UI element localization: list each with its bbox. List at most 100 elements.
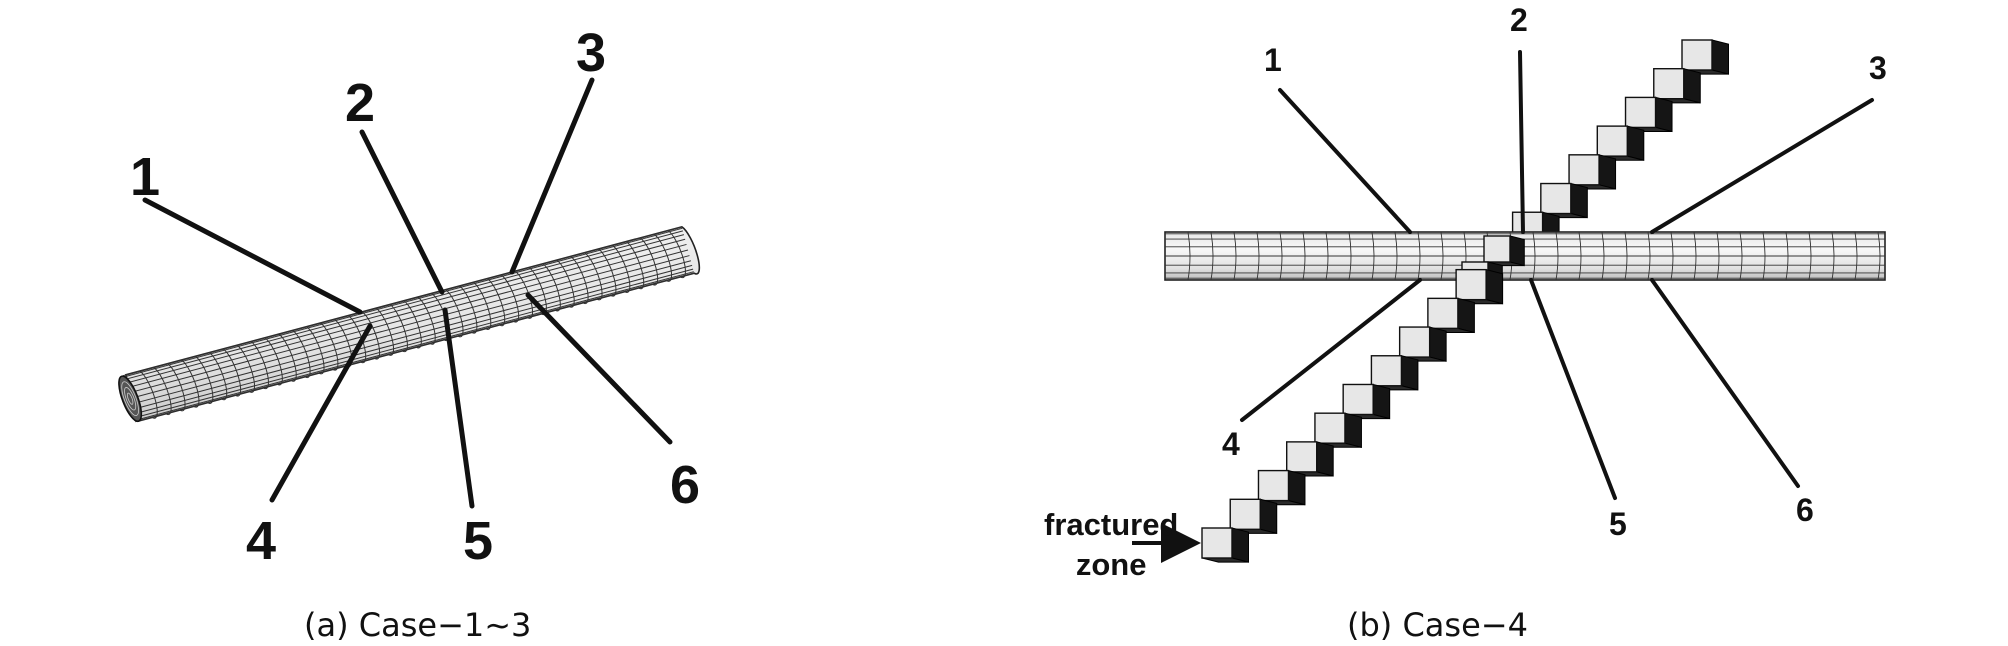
label-6: 6 — [1796, 492, 1814, 528]
mesh-ring — [1302, 231, 1306, 281]
leader-line — [1518, 50, 1525, 234]
mesh-ring — [1532, 231, 1536, 281]
cube-side — [1655, 96, 1673, 133]
mesh-ring — [375, 307, 395, 356]
cube-face — [1201, 527, 1233, 559]
mesh-ring — [306, 326, 325, 375]
mesh-ring — [1187, 231, 1191, 281]
leader-line — [142, 197, 363, 315]
mesh-ring — [1578, 231, 1582, 281]
mesh-ring — [459, 285, 478, 334]
end-cap-ring — [124, 387, 137, 411]
label-5: 5 — [463, 511, 494, 571]
mesh-ring — [1877, 231, 1881, 281]
cube-side — [1598, 154, 1617, 190]
mesh-ring — [208, 352, 228, 401]
mesh-longitudinal — [122, 227, 683, 378]
leader-lines-b — [1240, 50, 1874, 500]
mesh-longitudinal — [133, 268, 694, 419]
mesh-ring — [250, 341, 269, 390]
mesh-longitudinal — [128, 255, 690, 406]
end-cap-ring — [121, 381, 139, 417]
label-1: 1 — [1264, 42, 1282, 78]
mesh-ring — [612, 244, 631, 293]
cube-face — [1681, 39, 1713, 71]
mesh-longitudinal — [134, 271, 694, 422]
mesh-ring — [1325, 231, 1329, 281]
caption-a: (a) Case−1~3 — [304, 606, 532, 644]
mesh-ring — [320, 322, 339, 371]
mesh-ring — [1279, 231, 1283, 281]
mesh-ring — [570, 255, 589, 305]
cube-side — [1626, 125, 1645, 161]
cube-side — [1429, 326, 1447, 362]
cube-face — [1398, 326, 1431, 358]
leader-line — [1650, 278, 1800, 488]
mesh-ring — [236, 344, 256, 393]
mesh-ring — [389, 304, 408, 353]
panel-case-4: 1 2 3 4 5 6 fractured zone (b) Case−4 — [1000, 0, 2008, 646]
leader-line — [1650, 98, 1874, 234]
label-1: 1 — [130, 147, 161, 207]
leader-line — [525, 292, 673, 445]
mesh-ring — [153, 366, 172, 416]
cube-face — [1257, 469, 1290, 502]
mesh-longitudinal — [135, 272, 695, 423]
mesh-longitudinal — [131, 264, 693, 416]
mesh-ring — [417, 296, 436, 345]
leader-lines-a — [142, 77, 673, 509]
mesh-ring — [639, 237, 659, 286]
cube-face — [1370, 355, 1403, 387]
mesh-ring — [1371, 231, 1375, 281]
mesh-ring — [542, 263, 561, 312]
cube-face — [1314, 412, 1346, 444]
mesh-ring — [598, 248, 617, 297]
cube-face — [1455, 268, 1487, 301]
cube-face — [1286, 441, 1318, 473]
leader-line — [1278, 88, 1412, 234]
cube-side — [1683, 68, 1701, 104]
cube-side — [1509, 235, 1525, 267]
cube-side — [1485, 269, 1504, 305]
label-4: 4 — [1222, 426, 1240, 462]
label-5: 5 — [1609, 506, 1627, 542]
mesh-ring — [167, 363, 186, 412]
cube-side — [1259, 498, 1278, 535]
mesh-ring — [222, 348, 242, 397]
mesh-ring — [1854, 231, 1858, 281]
mesh-ring — [1440, 231, 1444, 281]
cube-side — [1570, 182, 1588, 219]
mesh-ring — [1555, 231, 1559, 281]
mesh-ring — [486, 278, 506, 327]
mesh-longitudinal — [127, 249, 689, 400]
cylinder-end-cap — [118, 375, 143, 423]
cube-face — [1342, 383, 1374, 416]
mesh-longitudinal — [124, 238, 686, 389]
fractured-zone-label-line1: fractured — [1044, 507, 1179, 542]
label-2: 2 — [1510, 2, 1528, 38]
mesh-ring — [445, 289, 464, 338]
cube-side — [1287, 469, 1306, 506]
mesh-ring — [292, 329, 311, 379]
label-3: 3 — [576, 23, 607, 83]
fracture-mesh-b — [1132, 39, 1886, 563]
mesh-ring — [1808, 231, 1812, 281]
cube-side — [1316, 441, 1334, 477]
mesh-ring — [1210, 231, 1214, 281]
end-cap-ring — [126, 392, 134, 405]
cube-side — [1711, 39, 1729, 75]
mesh-ring — [1233, 231, 1237, 281]
label-2: 2 — [345, 73, 376, 133]
cube-face — [1229, 498, 1261, 530]
caption-b: (b) Case−4 — [1347, 606, 1528, 644]
mesh-ring — [667, 230, 686, 279]
mesh-ring — [1256, 231, 1260, 281]
cylinder-mesh-a — [118, 77, 701, 509]
mesh-ring — [473, 281, 492, 330]
mesh-ring — [556, 259, 575, 308]
mesh-ring — [584, 252, 603, 301]
mesh-ring — [1624, 231, 1628, 281]
label-3: 3 — [1869, 50, 1887, 86]
mesh-ring — [347, 315, 367, 364]
cylinder-body — [124, 225, 701, 423]
